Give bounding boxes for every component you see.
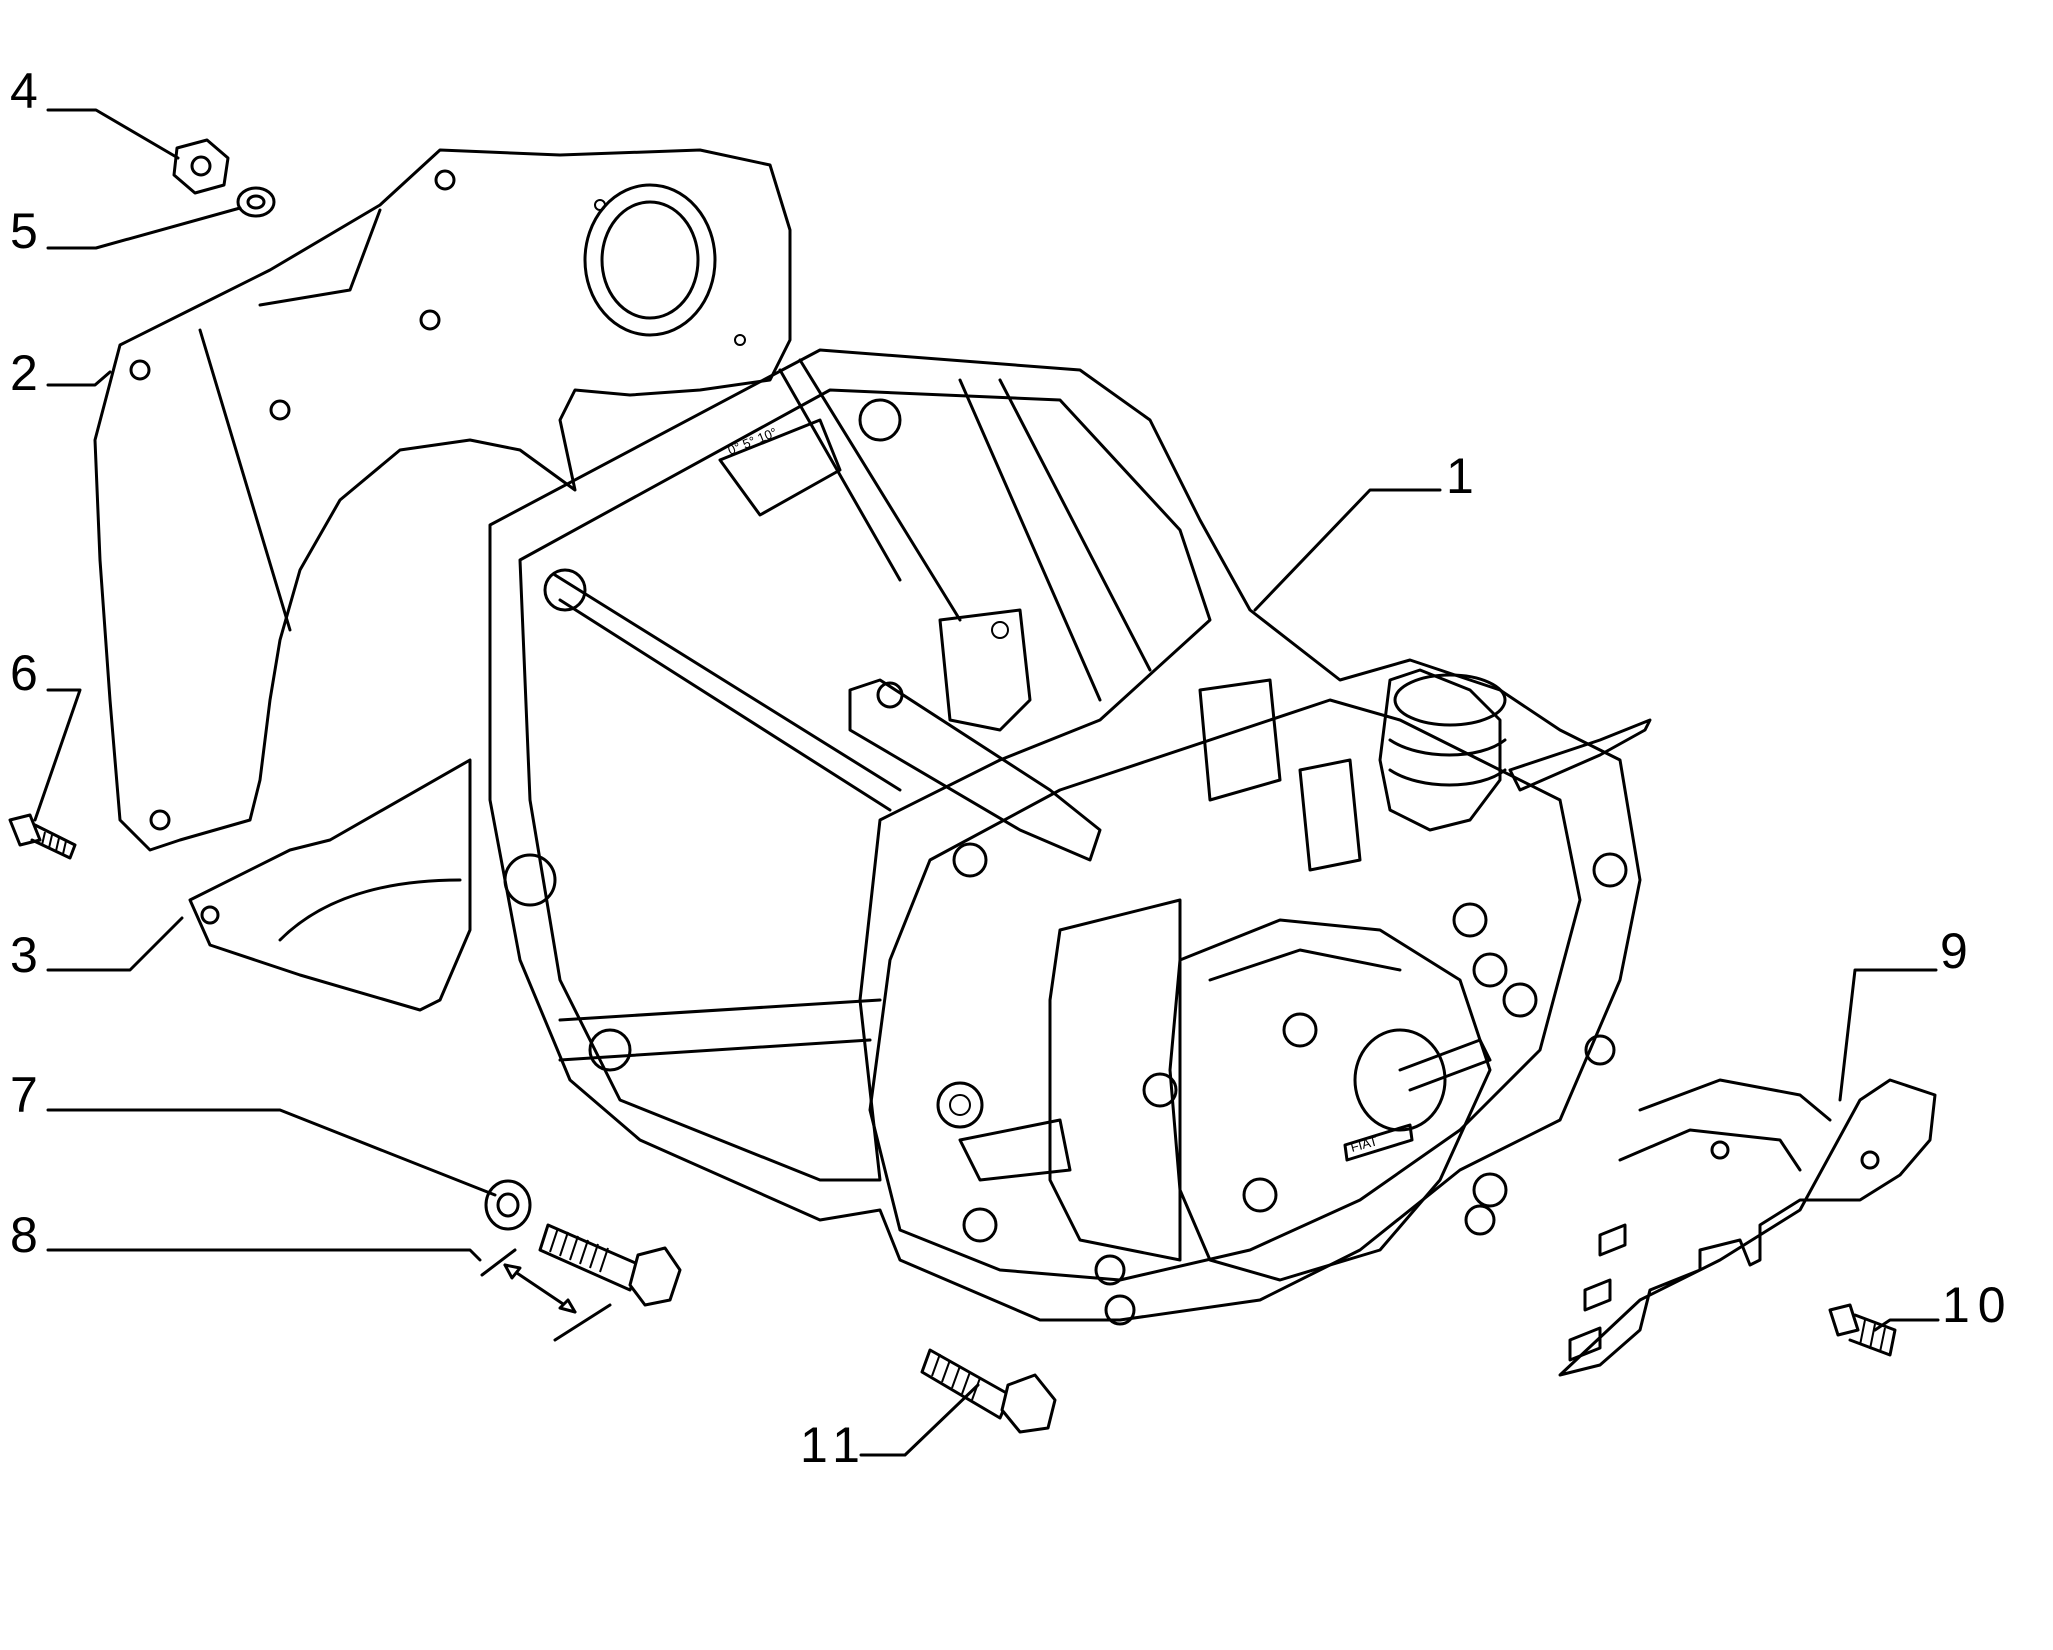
part-5-spring-washer bbox=[236, 186, 276, 218]
callout-4: 4 bbox=[10, 63, 38, 119]
part-6-screw bbox=[8, 813, 77, 860]
part-2-cover-plate bbox=[93, 148, 792, 852]
callout-labels: 1 2 3 4 5 6 7 8 9 10 11 bbox=[10, 63, 2014, 1473]
callout-10: 10 bbox=[1942, 1277, 2014, 1333]
callout-1: 1 bbox=[1446, 448, 1474, 504]
part-1-gearbox-housing: 0° 5° 10° FIAT bbox=[488, 348, 1652, 1326]
part-3-lower-cover bbox=[188, 758, 472, 1012]
part-7-washer bbox=[484, 1179, 532, 1231]
part-9-bracket bbox=[1558, 1078, 1937, 1377]
housing-bolt-heads bbox=[952, 842, 1628, 1326]
part-10-bush bbox=[1828, 1303, 1897, 1357]
callout-2: 2 bbox=[10, 345, 38, 401]
callout-5: 5 bbox=[10, 203, 38, 259]
callout-6: 6 bbox=[10, 645, 38, 701]
timing-scale-marking: 0° 5° 10° bbox=[726, 424, 780, 457]
callout-3: 3 bbox=[10, 927, 38, 983]
brand-plate-marking: FIAT bbox=[1349, 1133, 1379, 1155]
callout-8: 8 bbox=[10, 1207, 38, 1263]
leader-lines bbox=[33, 108, 1940, 1457]
part-11-bolt bbox=[920, 1348, 1057, 1434]
callout-7: 7 bbox=[10, 1067, 38, 1123]
part-4-nut bbox=[172, 138, 230, 195]
part-8-bolt bbox=[538, 1223, 682, 1307]
callout-9: 9 bbox=[1940, 923, 1968, 979]
callout-11: 11 bbox=[800, 1417, 868, 1473]
